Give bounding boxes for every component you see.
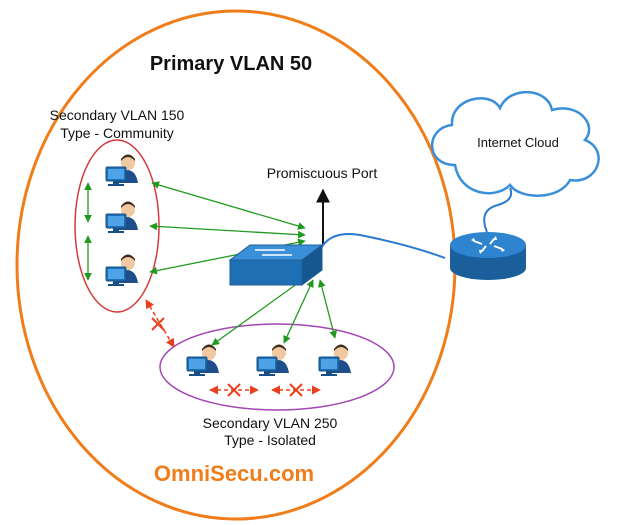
community-vlan-name: Secondary VLAN 150 <box>50 107 185 123</box>
computer-user-icon <box>105 154 139 187</box>
link-community-host-1-switch <box>151 181 306 230</box>
blocked-x-icon <box>151 317 165 331</box>
cloud-icon <box>430 90 600 197</box>
primary-vlan-title: Primary VLAN 50 <box>150 53 312 75</box>
switch-icon <box>228 244 324 286</box>
blocked-community-isolated <box>145 299 175 348</box>
link-community-host-2-switch <box>149 222 306 239</box>
computer-user-icon <box>318 344 352 377</box>
promiscuous-port-label: Promiscuous Port <box>267 165 378 181</box>
link-isolated-host-2-switch <box>283 279 314 344</box>
blocked-x-icon <box>227 383 241 397</box>
blocked-x-icon <box>289 383 303 397</box>
isolated-vlan-name: Secondary VLAN 250 <box>203 415 338 431</box>
computer-user-icon <box>105 254 139 287</box>
link-isolated-host-1-switch <box>211 277 306 346</box>
community-vlan-type: Type - Community <box>60 125 174 141</box>
omnisecu-watermark: OmniSecu.com <box>154 461 314 486</box>
computer-user-icon <box>256 344 290 377</box>
internet-cloud-label: Internet Cloud <box>477 135 559 150</box>
router-icon <box>450 232 526 280</box>
computer-user-icon <box>186 344 220 377</box>
link-isolated-host-3-switch <box>317 279 338 339</box>
computer-user-icon <box>105 201 139 234</box>
router-cloud-cable <box>483 187 513 233</box>
isolated-vlan-type: Type - Isolated <box>224 432 316 448</box>
switch-router-cable <box>319 233 446 259</box>
